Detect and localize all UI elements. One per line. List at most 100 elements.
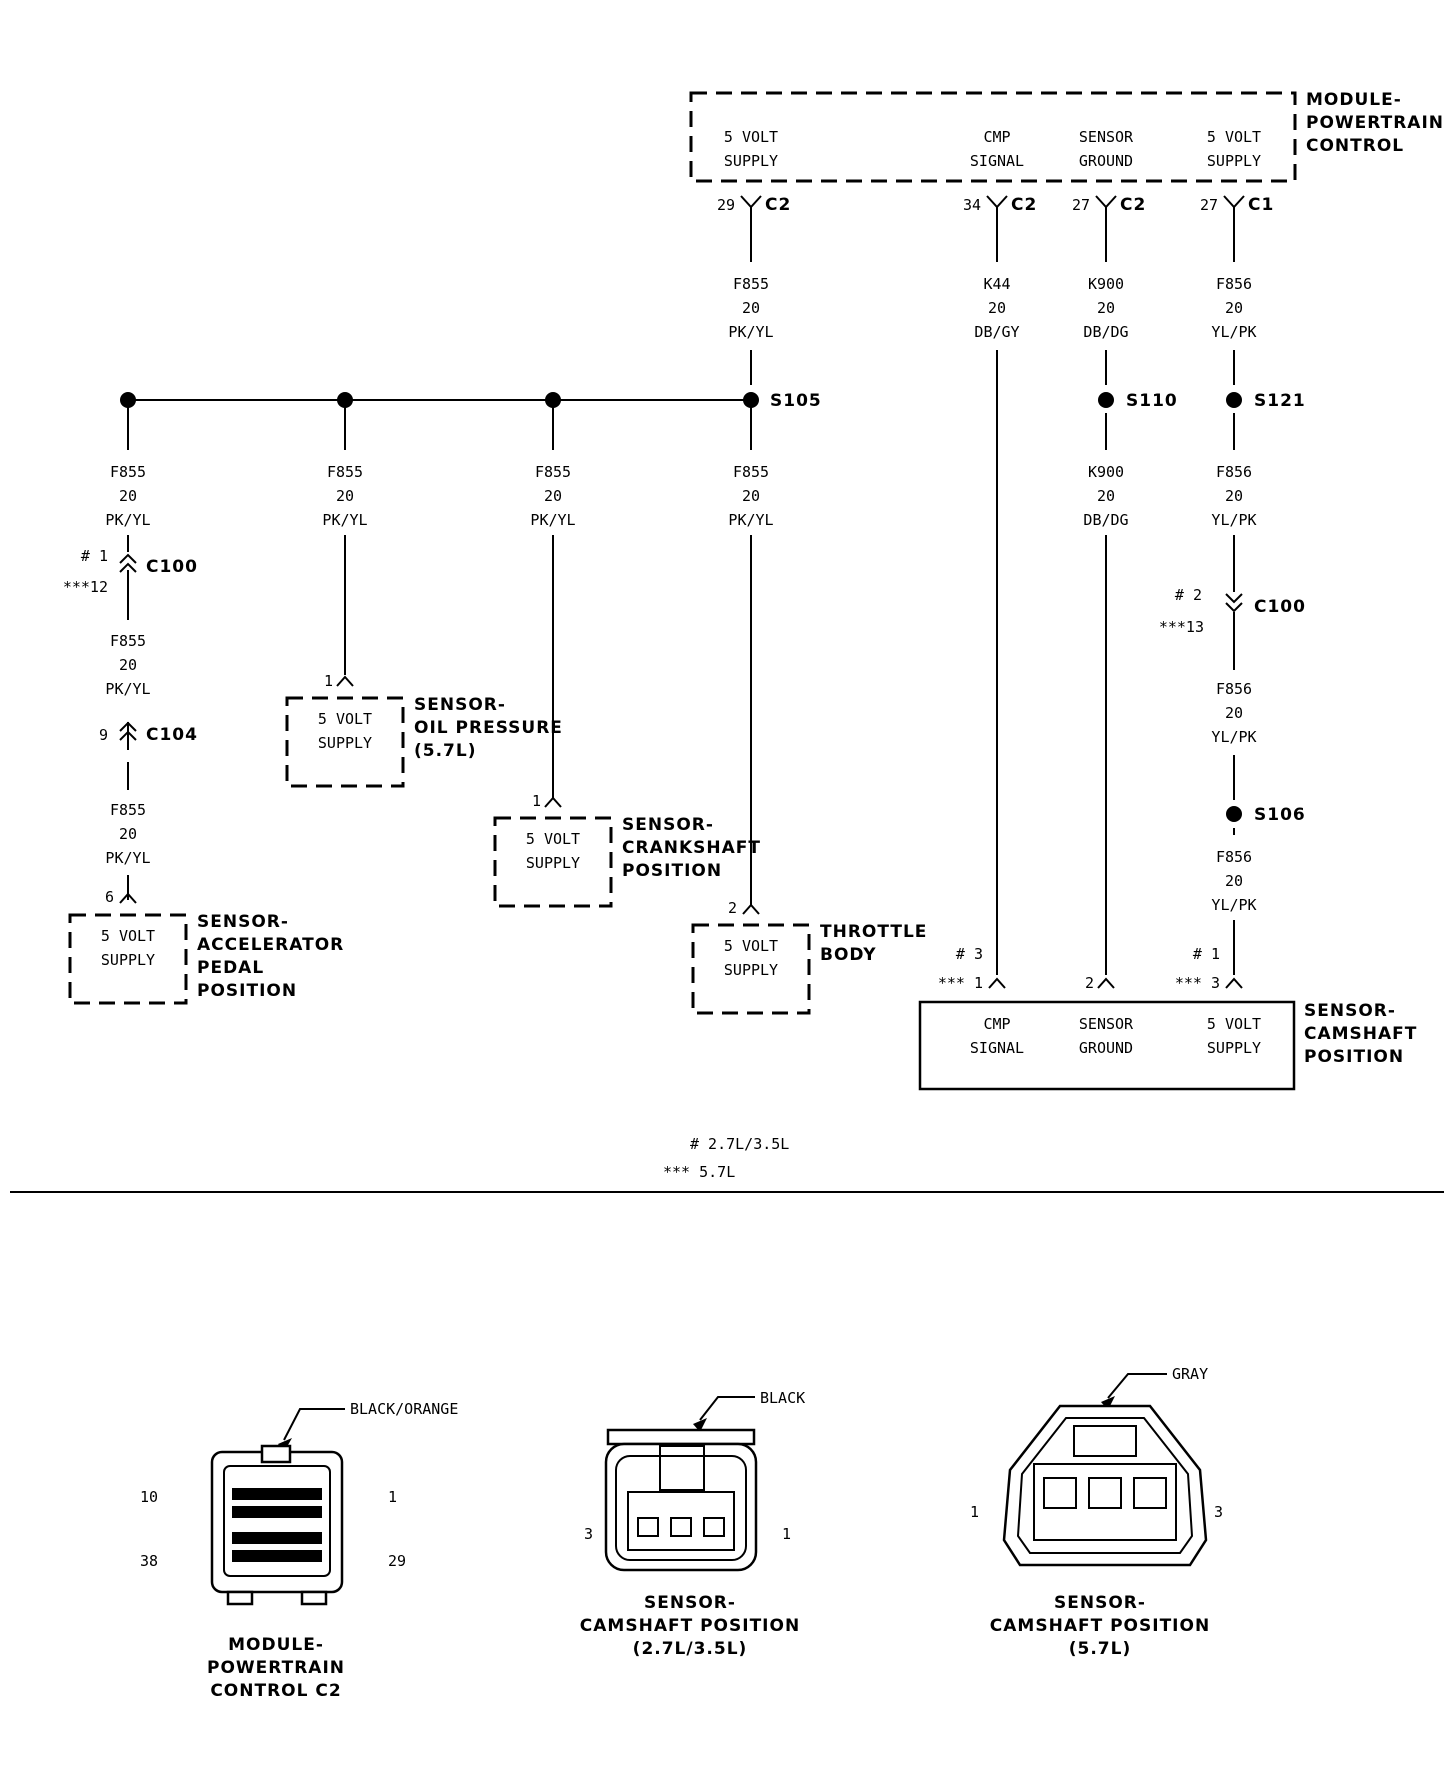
throttle-title-2: BODY (820, 945, 877, 965)
cam27-pin-1-slot (703, 1517, 725, 1537)
pcm-foot-right (300, 1590, 328, 1606)
module-pin-2-line2: SIGNAL (970, 152, 1024, 170)
cam-box-pin2-1: SENSOR (1079, 1015, 1134, 1033)
wire-label-f855-d4-1: F855 (733, 463, 769, 481)
oil-title-3: (5.7L) (414, 741, 477, 761)
wire-label-k900-mid-2: 20 (1097, 487, 1115, 505)
throttle-label-1: 5 VOLT (724, 937, 778, 955)
app-label-1: 5 VOLT (101, 927, 155, 945)
cam-box (918, 1000, 1296, 1091)
cam57-color-leader (1107, 1373, 1167, 1399)
connector-fork-m2 (986, 195, 1008, 209)
crank-title-2: CRANKSHAFT (622, 838, 761, 858)
wire-label-f856-mid-2: 20 (1225, 487, 1243, 505)
module-pin-3-line1: SENSOR (1079, 128, 1134, 146)
note-hash: # 2.7L/3.5L (690, 1135, 789, 1153)
module-pin-1-line2: SUPPLY (724, 152, 778, 170)
pcm-inner (223, 1465, 331, 1577)
splice-dot-1 (120, 392, 136, 408)
wire-label-f856-mid-1: F856 (1216, 463, 1252, 481)
cam-box-pin3-1: 5 VOLT (1207, 1015, 1261, 1033)
cam27-pin-3-slot (637, 1517, 659, 1537)
app-title-4: POSITION (197, 981, 297, 1001)
module-pin-4-line2: SUPPLY (1207, 152, 1261, 170)
wire-label-f855-d1c-3: PK/YL (105, 849, 150, 867)
wire-label-f855-d1b-1: F855 (110, 632, 146, 650)
cam27-view-color: BLACK (760, 1389, 805, 1407)
wire-label-f856-low2-3: YL/PK (1211, 896, 1256, 914)
app-title-3: PEDAL (197, 958, 264, 978)
pcm-pin-1: 1 (388, 1488, 397, 1506)
cam57-outer-body (1002, 1404, 1208, 1567)
connector-m1-name: C2 (765, 195, 791, 215)
module-title-1: MODULE- (1306, 90, 1402, 110)
connector-m3-name: C2 (1120, 195, 1146, 215)
wire-label-f855-d3-3: PK/YL (530, 511, 575, 529)
cam-box-pin1-1: CMP (983, 1015, 1010, 1033)
module-pin-2-line1: CMP (983, 128, 1010, 146)
module-box (689, 91, 1297, 183)
c100-right-star: ***13 (1159, 618, 1204, 636)
wire-label-f855-top-1: F855 (733, 275, 769, 293)
connector-m1-pin: 29 (717, 196, 735, 214)
wire-label-f855-d1-3: PK/YL (105, 511, 150, 529)
pcm-latch (260, 1444, 292, 1464)
module-connectors: 29 C2 34 C2 27 C2 27 C1 (717, 195, 1274, 215)
connector-fork-m3 (1095, 195, 1117, 209)
oil-label-2: SUPPLY (318, 734, 372, 752)
wire-label-f856-mid-3: YL/PK (1211, 511, 1256, 529)
splice-dot-3 (545, 392, 561, 408)
connector-fork-m1 (740, 195, 762, 209)
wire-label-f856-top-2: 20 (1225, 299, 1243, 317)
c104-name: C104 (146, 725, 198, 745)
cam-box-pin1-2: SIGNAL (970, 1039, 1024, 1057)
cam27-outer-body (604, 1442, 758, 1572)
crank-box (493, 816, 613, 908)
splice-dot-s106 (1226, 806, 1242, 822)
cam57-pin-left: 1 (970, 1503, 979, 1521)
crank-title-1: SENSOR- (622, 815, 714, 835)
crank-pin-fork (544, 796, 562, 808)
wire-label-f856-low2-1: F856 (1216, 848, 1252, 866)
app-label-2: SUPPLY (101, 951, 155, 969)
splice-dot-s105 (743, 392, 759, 408)
sensor-throttle-body: 2 5 VOLT SUPPLY THROTTLE BODY (691, 899, 926, 1015)
wire-label-k44-3: DB/GY (974, 323, 1019, 341)
wire-label-k900-top-3: DB/DG (1083, 323, 1128, 341)
view-pcm-c2: BLACK/ORANGE 10 1 38 29 MODULE- POWERTRA… (140, 1400, 458, 1701)
module-pin-3-line2: GROUND (1079, 152, 1133, 170)
cam57-leader-arrow (1101, 1396, 1115, 1410)
c104-pin: 9 (99, 726, 108, 744)
c100-left-chevron-bottom (119, 562, 137, 573)
crank-label-1: 5 VOLT (526, 830, 580, 848)
cam57-view-color: GRAY (1172, 1365, 1208, 1383)
connector-m4-name: C1 (1248, 195, 1274, 215)
cam-box-pin3-2: SUPPLY (1207, 1039, 1261, 1057)
cam57-pin-right: 3 (1214, 1503, 1223, 1521)
splice-dot-s121 (1226, 392, 1242, 408)
crank-pin: 1 (532, 792, 541, 810)
cam27-color-leader (699, 1396, 755, 1421)
wire-label-f855-d1c-1: F855 (110, 801, 146, 819)
connector-m4-pin: 27 (1200, 196, 1218, 214)
connector-m3-pin: 27 (1072, 196, 1090, 214)
wire-label-f855-d1-2: 20 (119, 487, 137, 505)
connector-m2-name: C2 (1011, 195, 1037, 215)
splice-dot-s110 (1098, 392, 1114, 408)
c100-left-star: ***12 (63, 578, 108, 596)
wires (127, 207, 1235, 975)
note-star: *** 5.7L (663, 1163, 735, 1181)
wire-label-k44-1: K44 (983, 275, 1010, 293)
cam-title-3: POSITION (1304, 1047, 1404, 1067)
wire-label-f855-d2-1: F855 (327, 463, 363, 481)
pcm-pin-grid (232, 1488, 322, 1562)
wire-label-f856-low1-1: F856 (1216, 680, 1252, 698)
c100-right-name: C100 (1254, 597, 1306, 617)
module-pin-1-line1: 5 VOLT (724, 128, 778, 146)
connector-fork-m4 (1223, 195, 1245, 209)
sensor-camshaft-position: # 3 *** 1 2 # 1 *** 3 CMP SIGNAL SENSOR … (918, 945, 1416, 1091)
engine-notes: # 2.7L/3.5L *** 5.7L (663, 1135, 789, 1181)
cam-pin1-fork (988, 977, 1006, 989)
wire-label-f855-d1b-2: 20 (119, 656, 137, 674)
